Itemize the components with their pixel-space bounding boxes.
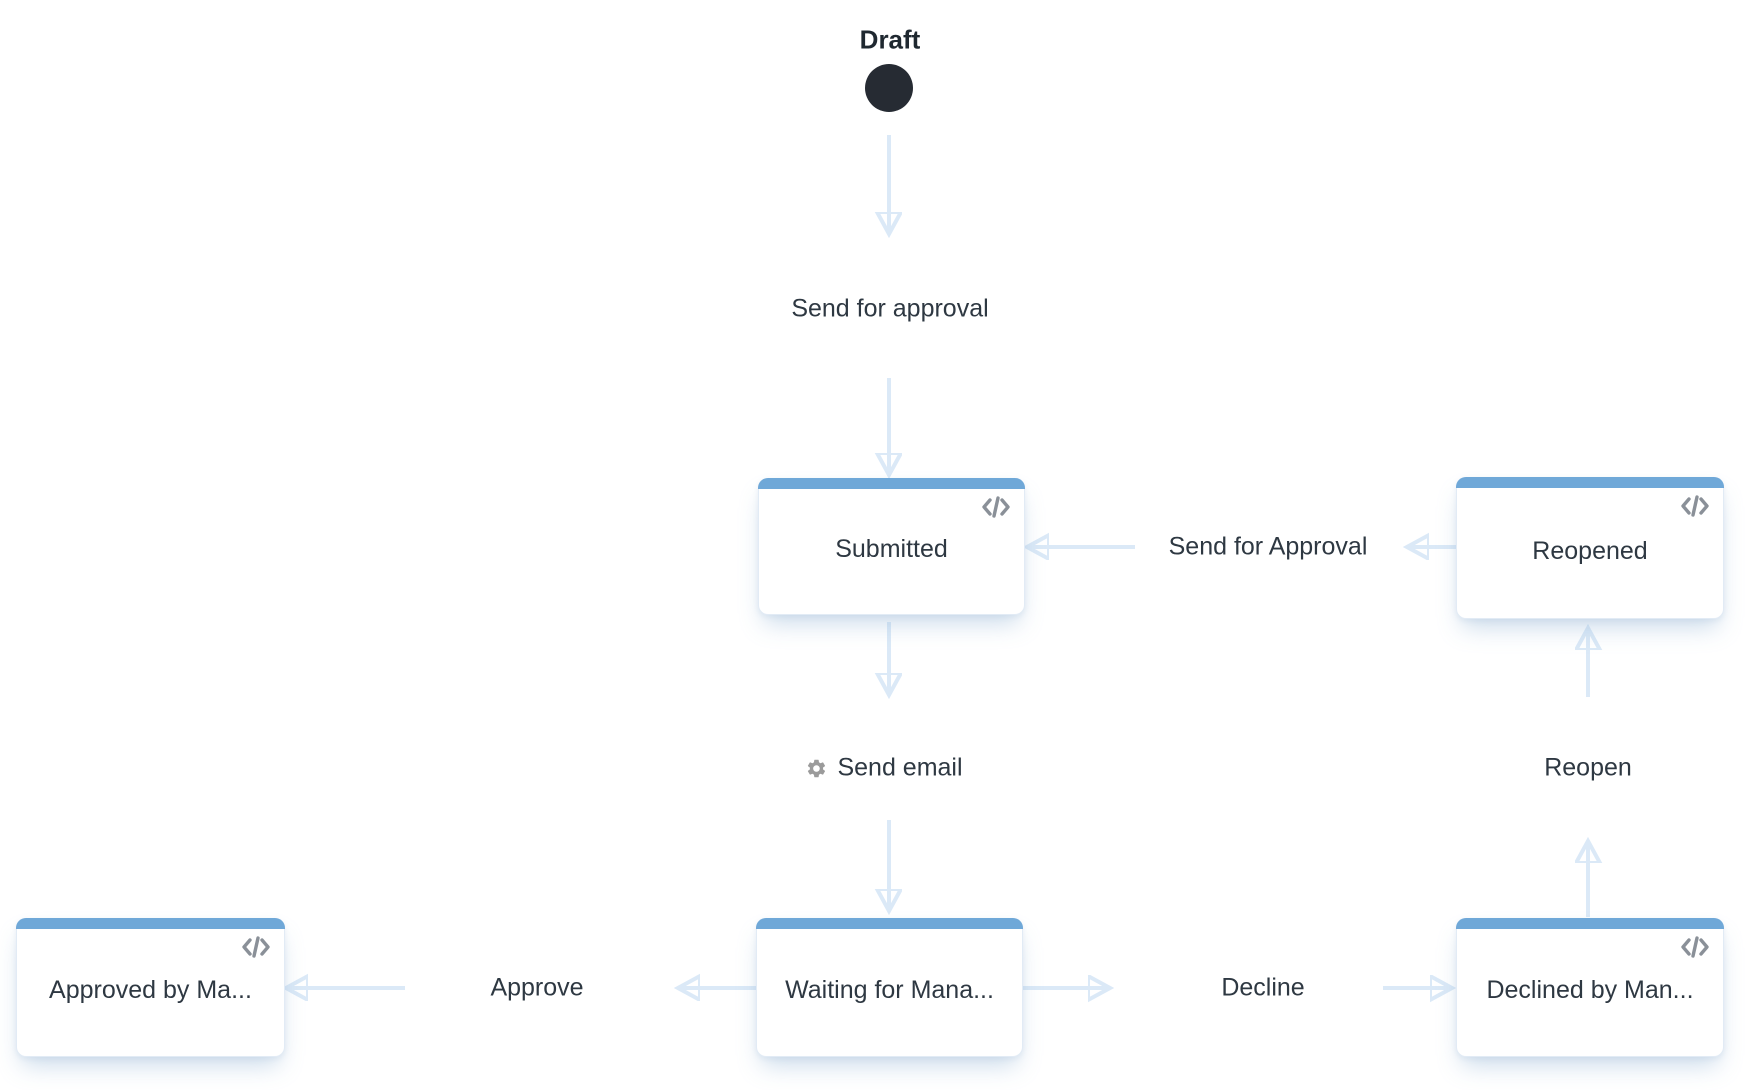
transition-text: Approve	[490, 973, 584, 1002]
state-node-reopened[interactable]: Reopened	[1456, 477, 1724, 619]
state-node-approved-by-manager[interactable]: Approved by Ma...	[16, 918, 285, 1057]
state-label: Reopened	[1532, 536, 1648, 565]
state-label: Declined by Man...	[1486, 976, 1694, 1004]
transition-label-decline[interactable]: Decline	[1221, 974, 1304, 1003]
transition-label-approve[interactable]: Approve	[490, 974, 583, 1003]
state-accent-bar	[1456, 477, 1724, 488]
state-accent-bar	[16, 918, 285, 929]
transition-label-send-email[interactable]: Send email	[805, 753, 963, 783]
state-node-submitted[interactable]: Submitted	[758, 478, 1025, 615]
start-node-circle[interactable]	[865, 64, 913, 112]
transition-label-send-for-approval-2[interactable]: Send for Approval	[1169, 533, 1368, 562]
gear-icon	[805, 757, 827, 779]
state-node-waiting-for-manager[interactable]: Waiting for Mana...	[756, 918, 1023, 1057]
transition-text: Reopen	[1544, 753, 1632, 782]
code-icon	[241, 936, 271, 958]
state-accent-bar	[1456, 918, 1724, 929]
transition-text: Send email	[837, 753, 963, 782]
transition-label-reopen[interactable]: Reopen	[1544, 754, 1632, 783]
state-accent-bar	[756, 918, 1023, 929]
code-icon	[1680, 495, 1710, 517]
code-icon	[981, 496, 1011, 518]
transition-text: Send for Approval	[1168, 532, 1368, 561]
state-label: Submitted	[835, 535, 948, 563]
start-node-label: Draft	[859, 24, 921, 55]
state-label: Waiting for Mana...	[785, 976, 994, 1004]
state-accent-bar	[758, 478, 1025, 489]
state-label: Approved by Ma...	[49, 976, 252, 1004]
transition-label-send-for-approval[interactable]: Send for approval	[791, 295, 988, 324]
state-node-declined-by-manager[interactable]: Declined by Man...	[1456, 918, 1724, 1057]
code-icon	[1680, 936, 1710, 958]
transition-text: Send for approval	[791, 294, 989, 323]
transition-text: Decline	[1221, 973, 1305, 1002]
